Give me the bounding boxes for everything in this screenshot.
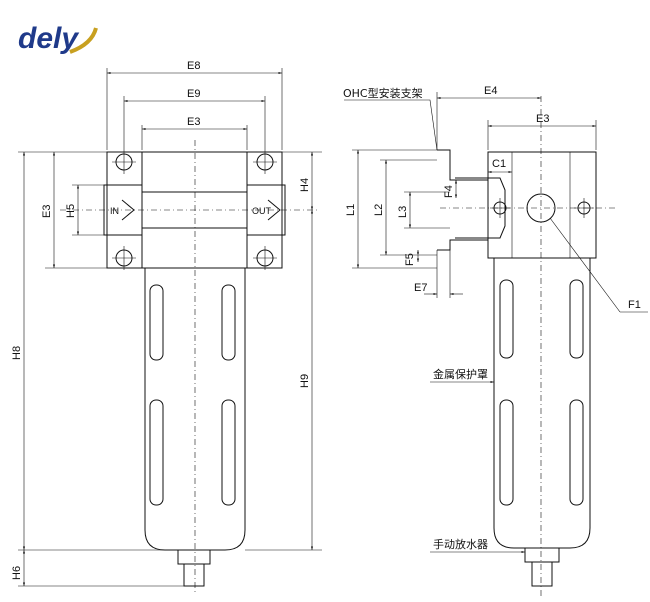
front-drain-nut (177, 549, 211, 565)
label-guard: 金属保护罩 (433, 367, 488, 381)
front-view: IN OUT E8 E9 (11, 60, 322, 595)
out-arrow-icon (267, 199, 281, 221)
dim-H5: H5 (65, 204, 77, 218)
dim-C1: C1 (492, 158, 506, 170)
bolt-holes (112, 150, 277, 270)
brand-logo: dely (18, 22, 98, 55)
dim-H8: H8 (11, 346, 23, 360)
dim-F1: F1 (628, 299, 641, 311)
dim-E7: E7 (414, 282, 427, 294)
side-view: E4 E3 C1 L1 L2 L3 F4 F5 E7 F1 OH (343, 85, 648, 598)
logo-swoosh (69, 27, 98, 54)
side-drain-valve (531, 561, 553, 587)
dim-F4: F4 (443, 185, 455, 198)
dim-E3-front: E3 (187, 116, 200, 128)
label-bracket: OHC型安装支架 (343, 86, 423, 100)
dim-H6: H6 (11, 566, 23, 580)
port-out-label: OUT (252, 206, 272, 216)
front-neck-top (141, 151, 248, 193)
side-drain-nut (524, 547, 560, 563)
front-drain-valve (183, 563, 205, 587)
dim-E4: E4 (484, 85, 497, 97)
dim-F5: F5 (404, 253, 416, 266)
dim-E3-sideview: E3 (536, 113, 549, 125)
logo-text: dely (18, 22, 79, 55)
label-drain: 手动放水器 (433, 537, 488, 551)
front-bowl-slots (149, 284, 236, 506)
port-in-label: IN (110, 206, 119, 216)
dim-E3-side: E3 (41, 205, 53, 218)
dim-E9: E9 (187, 88, 200, 100)
dim-H9: H9 (299, 374, 311, 388)
dim-L2: L2 (373, 204, 385, 216)
dim-L3: L3 (397, 206, 409, 218)
dim-H4: H4 (299, 178, 311, 192)
front-neck-bottom (141, 227, 248, 269)
dim-E8: E8 (187, 60, 200, 72)
mounting-bracket (437, 149, 489, 251)
dim-L1: L1 (345, 204, 357, 216)
side-bowl-slots (499, 279, 584, 506)
